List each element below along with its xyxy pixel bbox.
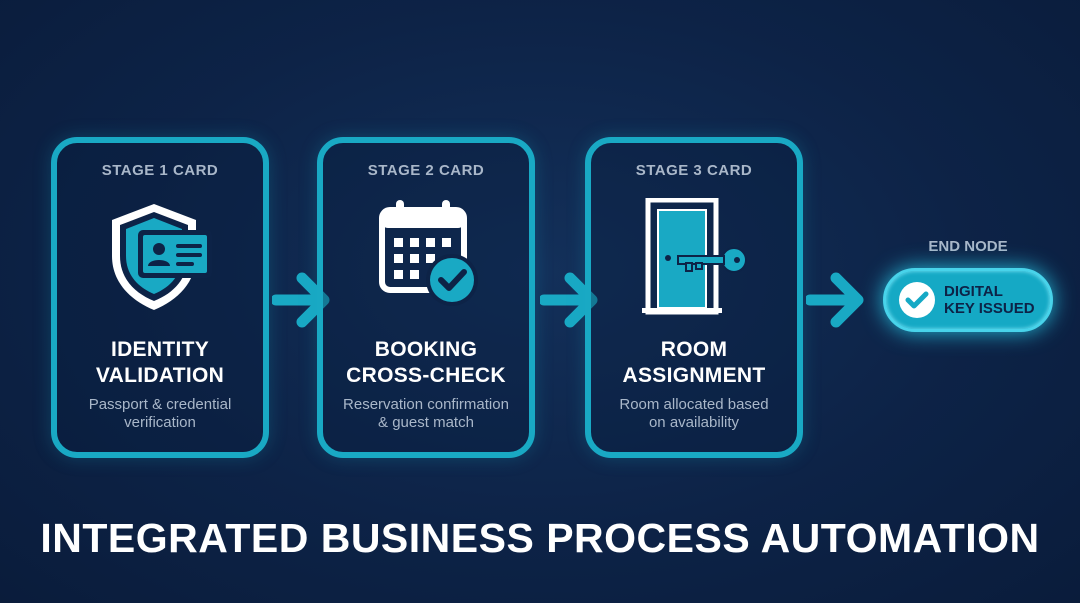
stage-1-card: STAGE 1 CARD IDENTITY VALIDATION Passpor…: [51, 137, 269, 458]
stage-3-card: STAGE 3 CARD ROOM ASSIGNMENT Room alloca…: [585, 137, 803, 458]
shield-id-card-icon: [104, 198, 216, 321]
stage-title-line2: VALIDATION: [95, 364, 225, 387]
stage-description: Room allocated based on availability: [599, 396, 789, 432]
end-node-label: END NODE: [928, 238, 1008, 255]
stage-description: Passport & credential verification: [65, 396, 255, 432]
door-key-icon: [638, 197, 750, 321]
stage-title: ROOM ASSIGNMENT: [591, 337, 797, 389]
stage-title: IDENTITY VALIDATION: [57, 337, 263, 389]
arrow-right-icon: [538, 268, 602, 337]
stage-desc-line2: verification: [124, 414, 196, 431]
arrow-right-icon: [270, 268, 334, 337]
calendar-check-icon: [370, 198, 482, 321]
stage-label: STAGE 2 CARD: [367, 162, 485, 179]
stage-title-line2: ASSIGNMENT: [622, 364, 766, 387]
end-node-text-line1: DIGITAL: [944, 283, 1003, 300]
check-circle-icon: [898, 281, 936, 319]
page-title: INTEGRATED BUSINESS PROCESS AUTOMATION: [40, 515, 1040, 561]
stage-desc-line1: Passport & credential: [88, 396, 232, 413]
stage-title-line1: ROOM: [660, 338, 728, 361]
stage-desc-line2: & guest match: [378, 414, 474, 431]
stage-desc-line2: on availability: [648, 414, 740, 431]
stage-title-line2: CROSS-CHECK: [346, 364, 506, 387]
end-node-text-line2: KEY ISSUED: [944, 300, 1035, 317]
stage-title-line1: IDENTITY: [110, 338, 210, 361]
end-node-text: DIGITAL KEY ISSUED: [944, 283, 1050, 317]
arrow-right-icon: [804, 268, 868, 337]
stage-desc-line1: Reservation confirmation: [343, 396, 509, 413]
end-node: DIGITAL KEY ISSUED: [883, 268, 1053, 332]
stage-desc-line1: Room allocated based: [619, 396, 769, 413]
stage-label: STAGE 1 CARD: [101, 162, 219, 179]
stage-title: BOOKING CROSS-CHECK: [323, 337, 529, 389]
stage-description: Reservation confirmation & guest match: [331, 396, 521, 432]
stage-2-card: STAGE 2 CARD BOOKING CROSS-CHECK Reserva…: [317, 137, 535, 458]
stage-title-line1: BOOKING: [374, 338, 478, 361]
stage-label: STAGE 3 CARD: [635, 162, 753, 179]
